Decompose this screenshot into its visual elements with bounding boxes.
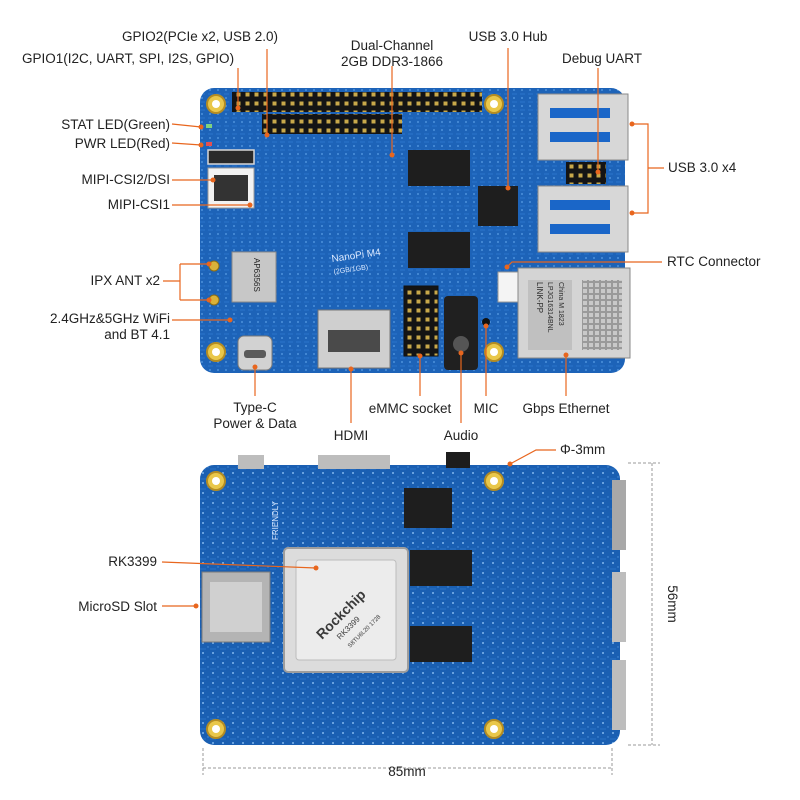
callout-mic: MIC <box>473 401 499 416</box>
callout-mipi-csi1: MIPI-CSI1 <box>107 197 170 212</box>
callout-typec-line1: Type-C <box>233 400 277 415</box>
dimension-height-line <box>628 462 660 746</box>
callout-audio: Audio <box>443 428 479 443</box>
bottom-hdmi-edge <box>318 455 390 469</box>
silk-brand: FRIENDLY <box>271 500 280 540</box>
leader-stat-led <box>171 123 202 128</box>
top-leader-dots <box>198 105 635 372</box>
bottom-ethernet-edge <box>612 480 626 550</box>
bottom-board <box>200 452 626 745</box>
callout-microsd: MicroSD Slot <box>78 599 157 614</box>
callout-gpio1: GPIO1(I2C, UART, SPI, I2S, GPIO) <box>22 51 235 66</box>
bottom-board-pcb <box>200 465 620 745</box>
gpio2-header <box>262 114 402 134</box>
mounting-holes-bottom <box>206 471 504 739</box>
callout-ddr: Dual-Channel 2GB DDR3-1866 <box>322 38 462 70</box>
bottom-chip-3 <box>404 488 452 528</box>
bottom-ddr-chip-1 <box>410 550 472 586</box>
callout-mipi-csi2: MIPI-CSI2/DSI <box>81 172 170 187</box>
callout-wifi: 2.4GHz&5GHz WiFi and BT 4.1 <box>50 311 170 343</box>
silk-ethernet-part: LPJG16314BNL <box>546 282 553 333</box>
mic <box>482 318 490 326</box>
callout-hole: Φ-3mm <box>560 442 606 457</box>
callout-rtc: RTC Connector <box>667 254 761 269</box>
usb-hub-chip <box>478 186 518 226</box>
callout-ipx-ant: IPX ANT x2 <box>90 273 160 288</box>
top-board <box>200 88 631 373</box>
callout-emmc: eMMC socket <box>368 401 452 416</box>
leader-usb30 <box>632 123 664 214</box>
emmc-socket <box>403 285 439 357</box>
dimension-width-label: 85mm <box>388 764 426 779</box>
silk-board-sub: (2GB/1GB) <box>333 264 368 276</box>
gpio1-header <box>232 92 482 112</box>
bottom-leader-dots <box>193 461 513 609</box>
silk-ethernet-origin: China M 1823 <box>557 282 564 326</box>
leader-ipx <box>163 263 209 301</box>
callout-usb30: USB 3.0 x4 <box>668 160 737 175</box>
rtc-connector <box>497 271 519 303</box>
dimension-height-label: 56mm <box>665 585 680 623</box>
silk-wifi-module: AP6356S <box>252 258 261 292</box>
dimension-width-line <box>202 748 613 775</box>
silk-ethernet-brand: LINK-PP <box>535 282 544 313</box>
pwr-led <box>206 142 212 146</box>
bottom-typec-edge <box>238 455 264 469</box>
stat-led <box>206 124 212 128</box>
usb30-ports <box>537 93 629 253</box>
callout-typec: Type-C Power & Data <box>190 400 320 432</box>
callout-ethernet: Gbps Ethernet <box>522 401 610 416</box>
callout-debug-uart: Debug UART <box>561 51 643 66</box>
leader-hole <box>509 449 556 465</box>
callout-rk3399: RK3399 <box>108 554 157 569</box>
bottom-usb-edge-2 <box>612 660 626 730</box>
leader-pwr-led <box>171 142 202 146</box>
ddr-chip-2 <box>408 232 470 268</box>
callout-usb-hub: USB 3.0 Hub <box>468 29 548 44</box>
mounting-holes-top <box>206 94 504 362</box>
callout-wifi-line1: 2.4GHz&5GHz WiFi <box>49 311 170 326</box>
bottom-audio-edge <box>446 452 470 468</box>
bottom-leader-lines <box>161 449 556 607</box>
callout-ddr-line2: 2GB DDR3-1866 <box>340 54 444 69</box>
callout-gpio2: GPIO2(PCIe x2, USB 2.0) <box>122 29 279 44</box>
debug-uart-header <box>566 162 606 184</box>
dimension-lines <box>202 462 660 775</box>
callout-pwr-led: PWR LED(Red) <box>74 136 170 151</box>
callout-ddr-line1: Dual-Channel <box>350 38 434 53</box>
mipi-csi2-connector <box>207 149 255 165</box>
wifi-module <box>231 251 277 303</box>
callout-typec-line2: Power & Data <box>213 416 297 431</box>
leader-rk3399 <box>161 561 317 569</box>
callout-wifi-line2: and BT 4.1 <box>104 327 170 342</box>
callout-stat-led: STAT LED(Green) <box>61 117 170 132</box>
mipi-csi1-slot <box>214 175 248 201</box>
ddr-chip-1 <box>408 150 470 186</box>
bottom-usb-edge-1 <box>612 572 626 642</box>
audio-jack <box>444 296 478 370</box>
callout-hdmi: HDMI <box>333 428 369 443</box>
bottom-ddr-chip-2 <box>410 626 472 662</box>
